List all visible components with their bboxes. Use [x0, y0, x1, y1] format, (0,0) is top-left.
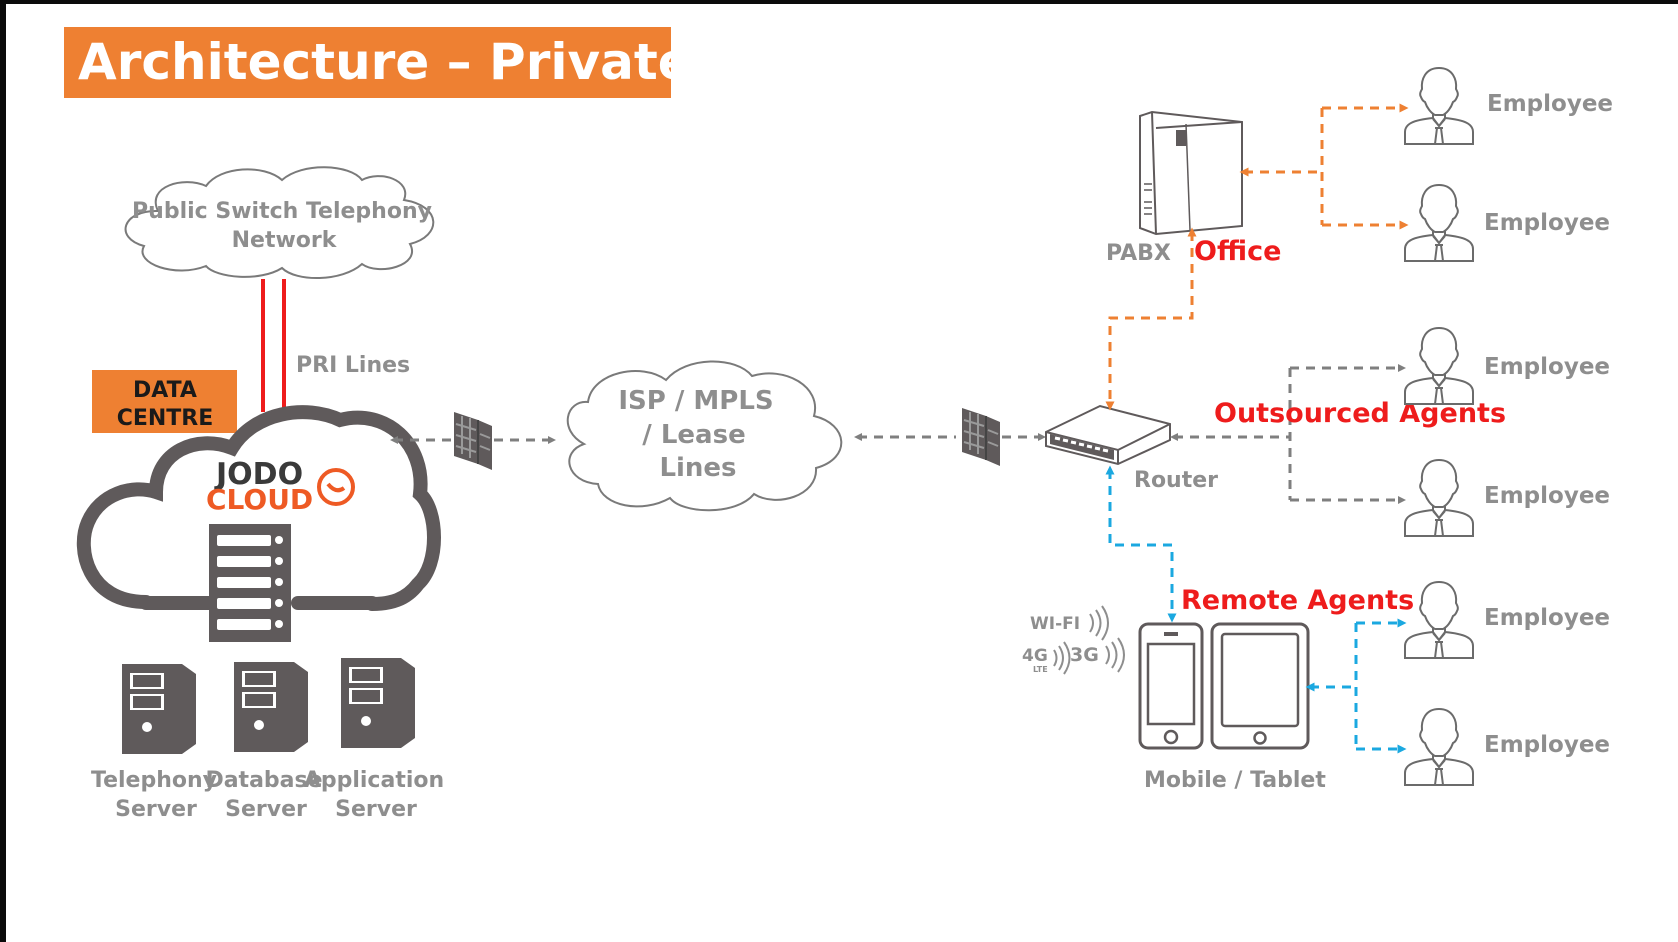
server-label-application-1: Application [304, 768, 444, 793]
pstn-label-line1: Public Switch Telephony [132, 199, 432, 224]
employee-4: Employee [1404, 459, 1610, 537]
architecture-diagram: Public Switch Telephony Network PRI Line… [76, 67, 1613, 822]
employee-icon [1404, 184, 1474, 262]
employee-5: Employee [1404, 581, 1610, 659]
employee-2: Employee [1404, 184, 1610, 262]
server-label-database-1: Database [205, 768, 322, 793]
data-centre-cloud [76, 405, 441, 611]
lte-label: LTE [1033, 665, 1048, 674]
router-label: Router [1134, 468, 1218, 493]
mobile-phone-icon [1138, 622, 1204, 750]
server-label-database-2: Server [225, 797, 307, 822]
office-label: Office [1194, 236, 1281, 267]
pabx-icon [1139, 110, 1243, 236]
signal-indicators: WI-FI 4G LTE 3G [1022, 605, 1125, 675]
application-server-icon [341, 658, 415, 748]
telephony-server-icon [122, 664, 196, 754]
4g-label: 4G [1022, 646, 1048, 666]
isp-label-line1: ISP / MPLS [618, 386, 773, 416]
devices-label: Mobile / Tablet [1144, 768, 1326, 793]
data-centre-line1: DATA [133, 378, 197, 403]
title-bar: Architecture – Private [64, 27, 692, 98]
router-icon [1045, 404, 1171, 466]
data-centre-badge: DATA CENTRE [92, 370, 237, 433]
server-label-telephony-2: Server [115, 797, 197, 822]
database-server-icon [234, 662, 308, 752]
4g-waves-icon [1053, 641, 1071, 675]
employee-6: Employee [1404, 708, 1610, 786]
server-label-application-2: Server [335, 797, 417, 822]
slide: Architecture – Private Public Switch Tel [6, 4, 1678, 942]
employee-1: Employee [1404, 67, 1613, 145]
pstn-cloud: Public Switch Telephony Network [124, 166, 435, 279]
employee-label: Employee [1487, 91, 1613, 117]
firewall-right-icon [962, 408, 1000, 466]
phone-icon [317, 468, 355, 506]
brand-line2: CLOUD [206, 483, 313, 516]
slide-title: Architecture – Private [78, 33, 692, 91]
brand-line1: JODO [214, 457, 303, 492]
employee-label: Employee [1484, 210, 1610, 236]
employee-label: Employee [1484, 605, 1610, 631]
data-centre-line2: CENTRE [117, 406, 214, 431]
3g-label: 3G [1070, 644, 1099, 666]
employee-label: Employee [1484, 354, 1610, 380]
pri-lines-label: PRI Lines [296, 353, 410, 378]
isp-label-line3: Lines [659, 453, 736, 483]
wifi-label: WI-FI [1030, 614, 1080, 634]
isp-cloud: ISP / MPLS / Lease Lines [566, 360, 843, 512]
employee-icon [1404, 67, 1474, 145]
pabx-label: PABX [1106, 241, 1171, 266]
wifi-waves-icon [1089, 605, 1109, 641]
rack-server-icon [209, 524, 291, 642]
employee-icon [1404, 327, 1474, 405]
server-label-telephony-1: Telephony [91, 768, 217, 793]
isp-label-line2: / Lease [642, 420, 745, 450]
employee-icon [1404, 708, 1474, 786]
firewall-left-icon [454, 412, 492, 470]
remote-agents-label: Remote Agents [1181, 585, 1414, 616]
employee-label: Employee [1484, 732, 1610, 758]
pstn-label-line2: Network [232, 228, 338, 253]
3g-waves-icon [1105, 637, 1125, 673]
tablet-icon [1210, 622, 1310, 750]
employee-3: Employee [1404, 327, 1610, 405]
pri-lines: PRI Lines [261, 279, 410, 412]
employee-icon [1404, 459, 1474, 537]
employee-label: Employee [1484, 483, 1610, 509]
jodo-cloud-logo: JODO CLOUD [206, 457, 355, 516]
employee-icon [1404, 581, 1474, 659]
